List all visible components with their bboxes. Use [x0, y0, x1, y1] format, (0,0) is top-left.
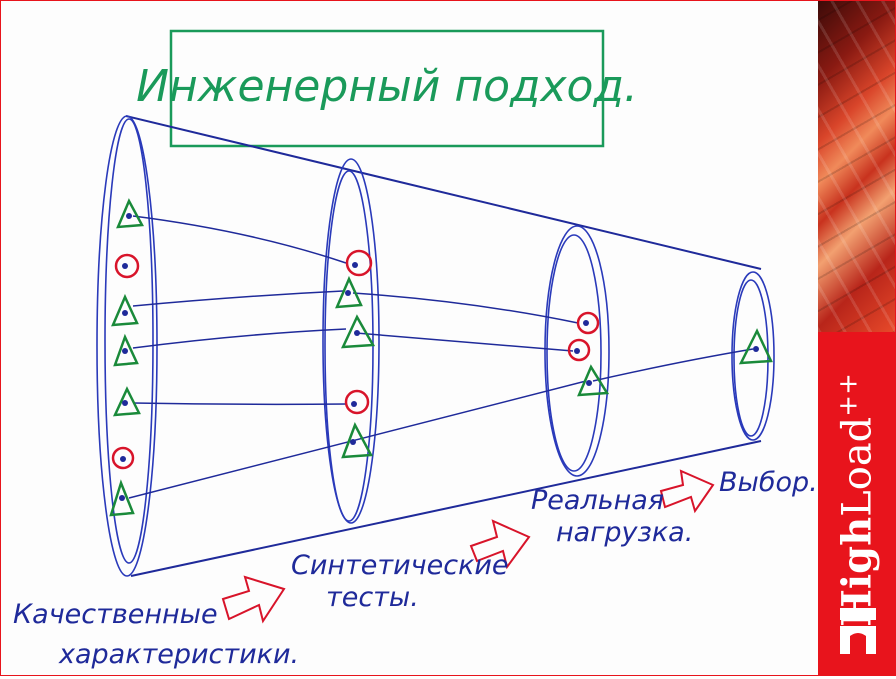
- stage-ellipses: [96, 115, 775, 577]
- triangle-marker: [111, 293, 139, 327]
- triangle-marker: [109, 479, 135, 517]
- triangle-marker: [341, 421, 374, 459]
- arrow: [132, 402, 348, 406]
- stage-3-ellipse-stroke: [546, 234, 602, 472]
- stage-4-ellipse-stroke: [733, 279, 769, 437]
- triangle-marker: [116, 198, 145, 229]
- highload-logo: HighLoad++: [833, 373, 881, 627]
- markers: [109, 198, 773, 517]
- funnel-diagram: Инженерный подход.: [13, 29, 818, 670]
- triangle-marker: [738, 328, 773, 365]
- circle-marker: [114, 253, 140, 279]
- stage-1-ellipse: [96, 115, 158, 577]
- title-box: [169, 29, 605, 148]
- stage-transition-arrows: [221, 469, 715, 624]
- stage-2-label-line1: Синтетические: [291, 550, 509, 581]
- red-arrow: [221, 575, 286, 624]
- arrow: [132, 290, 344, 307]
- stage-3-label-line2: нагрузка.: [556, 517, 693, 548]
- highload-logo-mark-icon: [840, 608, 876, 654]
- arrow: [132, 215, 347, 264]
- funnel-top-line: [125, 115, 762, 270]
- arrow: [592, 348, 754, 382]
- stage-3-label-line1: Реальная: [531, 485, 664, 516]
- stage-4-label: Выбор.: [719, 467, 818, 498]
- triangle-marker: [113, 333, 139, 367]
- arrow: [355, 332, 574, 352]
- red-arrow: [659, 469, 715, 514]
- triangle-marker: [577, 364, 610, 397]
- triangle-marker: [340, 314, 376, 349]
- whiteboard-photo: Инженерный подход.: [1, 1, 818, 675]
- stage-1-label-line2: характеристики.: [58, 639, 299, 670]
- connection-arrows: [128, 215, 754, 499]
- triangle-marker: [335, 275, 363, 309]
- stage-2-label-line2: тесты.: [326, 582, 419, 613]
- circle-marker: [344, 389, 370, 415]
- stage-2-ellipse: [322, 158, 380, 524]
- arrow: [132, 328, 347, 349]
- arrow: [128, 380, 587, 499]
- circle-marker: [567, 338, 591, 362]
- circle-marker: [345, 249, 373, 277]
- arrow: [352, 292, 579, 324]
- funnel-bottom-line: [130, 440, 762, 577]
- triangle-marker: [112, 386, 141, 417]
- stage-1-label-line1: Качественные: [13, 599, 218, 630]
- red-arrow: [469, 519, 531, 570]
- brand-sidebar: HighLoad++: [818, 0, 896, 676]
- stage-1-ellipse-stroke: [104, 118, 154, 564]
- stage-4-ellipse: [731, 271, 775, 441]
- stage-3-ellipse: [544, 225, 610, 477]
- slide-title: Инженерный подход.: [136, 61, 638, 112]
- circle-marker: [111, 446, 135, 470]
- circle-marker: [576, 311, 600, 335]
- brand-decorative-photo: [818, 0, 896, 332]
